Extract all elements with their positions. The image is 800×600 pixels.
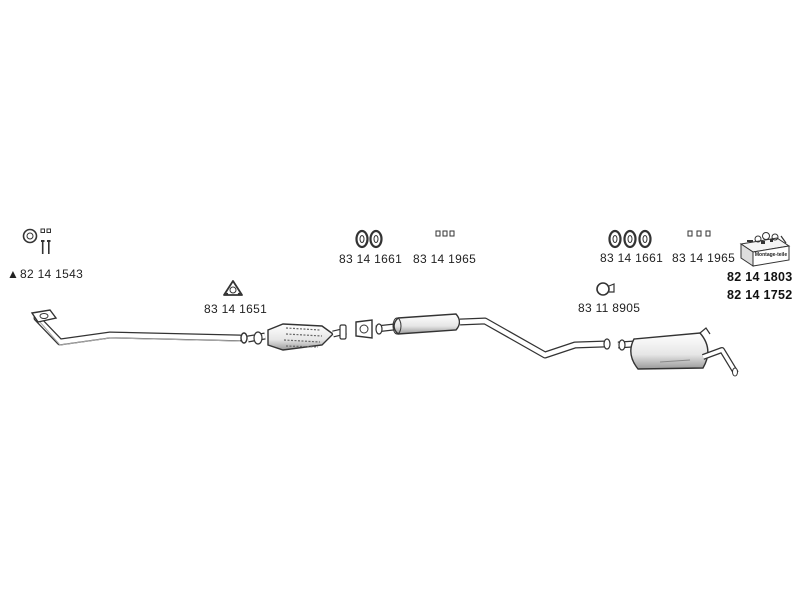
manifold-gasket-icon xyxy=(223,280,243,296)
part-number-mounting-kit-a: 82 14 1803 xyxy=(727,270,793,284)
part-number-rear-clips: 83 14 1965 xyxy=(672,251,736,265)
flange-gasket xyxy=(355,319,373,339)
front-rubber-hangers-icon xyxy=(355,229,383,249)
rear-rubber-hangers-icon xyxy=(608,229,652,249)
part-number-front-clips: 83 14 1965 xyxy=(413,252,477,266)
catalytic-converter xyxy=(247,323,347,351)
connecting-pipe xyxy=(459,317,611,359)
clamp-ring-icon xyxy=(22,228,38,244)
mounting-kit-box-icon xyxy=(739,232,791,267)
part-number-rear-hangers: 83 14 1661 xyxy=(600,251,664,265)
clamp-bolts-icon xyxy=(40,228,51,254)
rear-silencer xyxy=(617,327,739,377)
front-down-pipe xyxy=(30,309,248,346)
part-number-clamp-kit: 82 14 1543 xyxy=(20,267,84,281)
part-number-manifold-gasket: 83 14 1651 xyxy=(204,302,268,316)
clamp-kit-marker: ▲ xyxy=(7,267,20,281)
rear-clamp-icon xyxy=(596,282,615,296)
mounting-kit-box-label: Montage-teile xyxy=(754,252,788,258)
part-number-front-hangers: 83 14 1661 xyxy=(339,252,403,266)
middle-silencer xyxy=(375,313,461,335)
part-number-mounting-kit-b: 82 14 1752 xyxy=(727,288,793,302)
part-number-rear-clamp: 83 11 8905 xyxy=(578,301,641,315)
front-clips-icon xyxy=(435,230,455,237)
rear-clips-icon xyxy=(687,230,711,237)
